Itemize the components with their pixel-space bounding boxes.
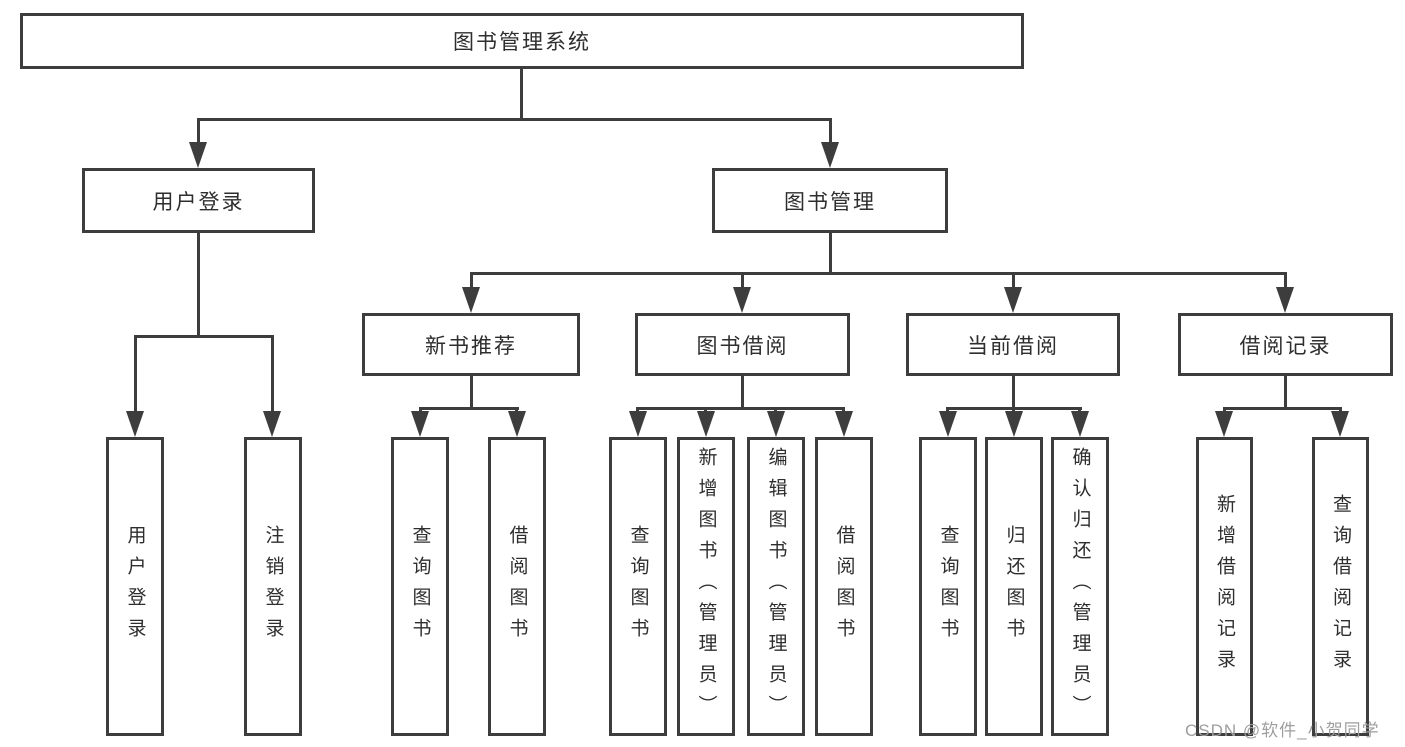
node-label: 图书借阅 xyxy=(696,334,789,358)
arrow-down-icon xyxy=(697,411,715,437)
arrow-down-icon xyxy=(189,142,207,168)
leaf-borrow-books-borrowing: 借阅图书 xyxy=(815,437,873,736)
node-label: 图书管理系统 xyxy=(453,31,591,54)
connector-bb-branch xyxy=(636,407,845,410)
connector-nbr-branch xyxy=(419,407,519,410)
node-label: 当前借阅 xyxy=(967,334,1059,358)
arrow-down-icon xyxy=(1215,411,1233,437)
connector-stem-leaf-logout xyxy=(271,338,274,413)
leaf-add-borrowing-record: 新增借阅记录 xyxy=(1196,437,1253,736)
watermark: CSDN @软件_小贺同学 xyxy=(1185,721,1380,740)
node-library-management-system: 图书管理系统 xyxy=(20,13,1024,69)
leaf-label: 归还图书 xyxy=(1003,524,1025,649)
connector-stem-user-login xyxy=(197,121,200,148)
connector-br-trunk xyxy=(1284,376,1287,407)
leaf-query-books-borrowing: 查询图书 xyxy=(609,437,667,736)
node-current-borrowing: 当前借阅 xyxy=(906,313,1120,376)
leaf-label: 查询图书 xyxy=(627,524,649,649)
connector-book-management-branch xyxy=(470,272,1287,275)
connector-stem-book-management xyxy=(829,121,832,148)
arrow-down-icon xyxy=(629,411,647,437)
arrow-down-icon xyxy=(1004,287,1022,313)
leaf-user-login: 用户登录 xyxy=(106,437,164,736)
leaf-borrow-books-recommend: 借阅图书 xyxy=(488,437,546,736)
arrow-down-icon xyxy=(462,287,480,313)
arrow-down-icon xyxy=(821,142,839,168)
connector-stem-book-borrowing xyxy=(741,275,744,289)
arrow-down-icon xyxy=(126,411,144,437)
node-borrowing-records: 借阅记录 xyxy=(1178,313,1393,376)
leaf-query-books-recommend: 查询图书 xyxy=(391,437,449,736)
connector-user-login-trunk xyxy=(197,233,200,335)
leaf-label: 查询图书 xyxy=(409,524,431,649)
leaf-edit-books-admin: 编辑图书（管理员） xyxy=(747,437,805,736)
connector-br-branch xyxy=(1223,407,1342,410)
arrow-down-icon xyxy=(733,287,751,313)
node-label: 图书管理 xyxy=(784,190,876,214)
leaf-confirm-return-admin: 确认归还（管理员） xyxy=(1051,437,1109,736)
leaf-label: 确认归还（管理员） xyxy=(1069,447,1091,726)
node-user-login: 用户登录 xyxy=(82,168,315,233)
connector-cb-trunk xyxy=(1012,376,1015,407)
leaf-label: 编辑图书（管理员） xyxy=(765,447,787,726)
arrow-down-icon xyxy=(1276,287,1294,313)
leaf-logout: 注销登录 xyxy=(244,437,302,736)
connector-user-login-branch xyxy=(134,335,274,338)
connector-stem-leaf-user-login xyxy=(134,338,137,413)
arrow-down-icon xyxy=(508,411,526,437)
arrow-down-icon xyxy=(939,411,957,437)
leaf-query-borrowing-record: 查询借阅记录 xyxy=(1312,437,1369,736)
connector-stem-current-borrowing xyxy=(1012,275,1015,289)
connector-cb-branch xyxy=(946,407,1082,410)
arrow-down-icon xyxy=(767,411,785,437)
arrow-down-icon xyxy=(835,411,853,437)
arrow-down-icon xyxy=(1005,411,1023,437)
node-label: 用户登录 xyxy=(152,190,245,214)
node-new-book-recommendation: 新书推荐 xyxy=(362,313,580,376)
arrow-down-icon xyxy=(263,411,281,437)
leaf-label: 查询借阅记录 xyxy=(1330,493,1351,680)
node-book-borrowing: 图书借阅 xyxy=(635,313,850,376)
connector-root-trunk xyxy=(520,69,523,118)
leaf-add-books-admin: 新增图书（管理员） xyxy=(677,437,735,736)
leaf-label: 借阅图书 xyxy=(833,524,855,649)
connector-stem-new-book-recommendation xyxy=(470,275,473,289)
connector-root-branch xyxy=(197,118,832,121)
node-book-management: 图书管理 xyxy=(712,168,948,233)
connector-book-management-trunk xyxy=(829,233,832,272)
leaf-return-books: 归还图书 xyxy=(985,437,1043,736)
node-label: 新书推荐 xyxy=(425,334,517,358)
arrow-down-icon xyxy=(1331,411,1349,437)
leaf-label: 注销登录 xyxy=(262,524,284,649)
connector-bb-trunk xyxy=(741,376,744,407)
node-label: 借阅记录 xyxy=(1239,334,1332,358)
leaf-query-books-current: 查询图书 xyxy=(919,437,977,736)
leaf-label: 新增图书（管理员） xyxy=(695,447,717,726)
leaf-label: 新增借阅记录 xyxy=(1214,493,1235,680)
leaf-label: 查询图书 xyxy=(937,524,959,649)
leaf-label: 用户登录 xyxy=(124,524,146,649)
arrow-down-icon xyxy=(411,411,429,437)
connector-stem-borrowing-records xyxy=(1284,275,1287,289)
arrow-down-icon xyxy=(1071,411,1089,437)
connector-nbr-trunk xyxy=(470,376,473,407)
leaf-label: 借阅图书 xyxy=(506,524,528,649)
